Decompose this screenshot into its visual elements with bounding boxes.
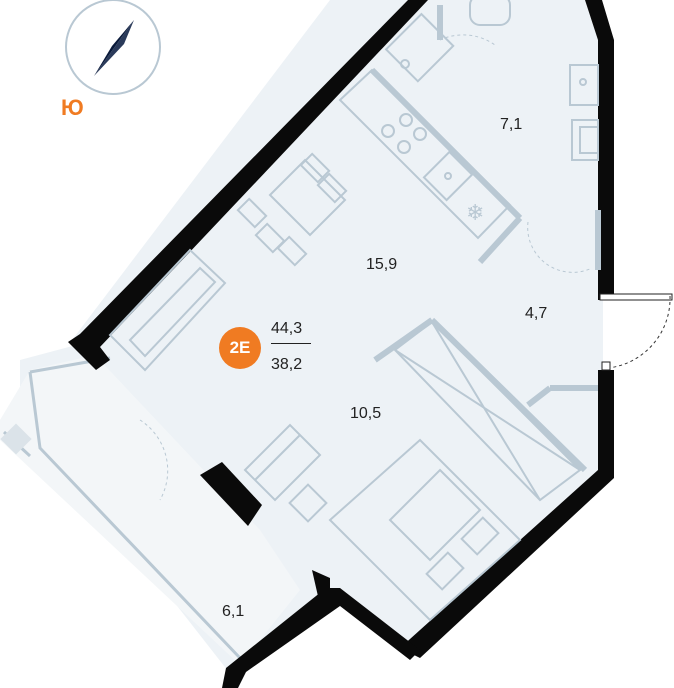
kitchen-counter: ❄ bbox=[338, 68, 512, 240]
door-swings bbox=[139, 34, 593, 501]
bed bbox=[328, 438, 522, 622]
compass bbox=[65, 0, 161, 95]
room-area-hallway: 4,7 bbox=[525, 305, 548, 322]
living-area-label: 38,2 bbox=[271, 356, 303, 373]
bathroom-fixtures bbox=[384, 0, 599, 161]
area-divider bbox=[271, 343, 311, 344]
desk bbox=[243, 423, 328, 523]
room-area-bathroom: 7,1 bbox=[500, 116, 523, 133]
entrance-door bbox=[599, 293, 673, 371]
sofa bbox=[108, 248, 227, 372]
room-area-balcony: 6,1 bbox=[222, 603, 245, 620]
svg-text:❄: ❄ bbox=[466, 201, 484, 226]
apartment-type-badge: 2Е bbox=[219, 327, 261, 369]
dining-set bbox=[236, 152, 348, 267]
balcony-floor bbox=[0, 355, 300, 665]
total-area-label: 44,3 bbox=[271, 320, 303, 337]
room-area-kitchen-living: 15,9 bbox=[366, 256, 398, 273]
wardrobe bbox=[393, 320, 582, 502]
balcony-post bbox=[0, 423, 32, 455]
room-area-bedroom: 10,5 bbox=[350, 405, 382, 422]
exterior-walls bbox=[68, 0, 614, 688]
compass-direction-label: Ю bbox=[61, 95, 84, 120]
